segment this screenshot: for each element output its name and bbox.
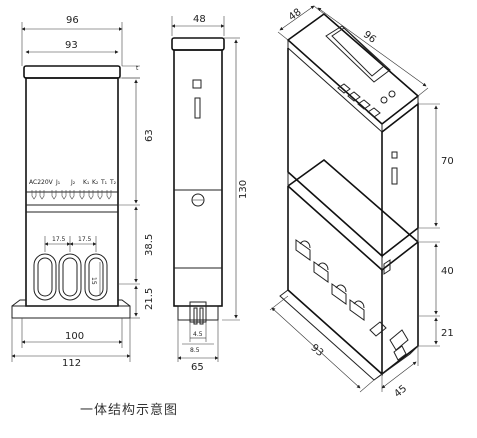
- dim-hole-diameter: 15: [90, 277, 97, 285]
- dim-hole-spacing-2: 17.5: [78, 236, 92, 243]
- dim-small-t: t: [136, 65, 139, 72]
- dim-iso-top-width: 96: [361, 29, 378, 46]
- dim-bottom-height: 21.5: [144, 288, 155, 310]
- terminal-label-6: T₂: [109, 179, 117, 186]
- dim-side-height: 130: [238, 180, 249, 199]
- dim-top-height: 63: [144, 129, 155, 142]
- terminal-label-3: K₁: [83, 179, 90, 186]
- dim-front-width-inner: 93: [65, 40, 78, 51]
- terminal-label-2: J₂: [70, 179, 76, 186]
- side-view: 48 4.5 8.5 65 130: [171, 14, 249, 373]
- front-cap: [23, 65, 121, 79]
- dim-iso-mid-height: 40: [441, 266, 454, 277]
- dim-hole-spacing-1: 17.5: [52, 236, 66, 243]
- dim-iso-base-depth: 45: [392, 383, 409, 400]
- dim-base-inner: 100: [65, 331, 84, 342]
- caption: 一体结构示意图: [80, 402, 178, 418]
- terminal-block: [26, 190, 118, 213]
- dim-front-width-outer: 96: [66, 15, 79, 26]
- iso-view: 93 45 48 96 70 40 21: [269, 5, 454, 400]
- dim-slot-a: 8.5: [190, 347, 200, 354]
- terminal-label-5: T₁: [100, 179, 108, 186]
- terminal-label-0: AC220V: [29, 179, 54, 186]
- dim-side-depth: 48: [193, 14, 206, 25]
- front-base: [11, 305, 131, 319]
- current-holes: 15: [33, 253, 108, 301]
- iso-top-face: [286, 12, 420, 126]
- dim-iso-upper-height: 70: [441, 156, 454, 167]
- dim-iso-top-depth: 48: [287, 7, 304, 23]
- dim-iso-base-length: 93: [308, 342, 325, 359]
- dim-iso-low-height: 21: [441, 328, 454, 339]
- dim-slot-b: 4.5: [193, 331, 203, 338]
- dim-mid-height: 38.5: [144, 234, 155, 256]
- side-cap: [171, 37, 225, 51]
- terminal-label-1: J₁: [55, 179, 61, 186]
- dim-side-base: 65: [191, 362, 204, 373]
- iso-hole-slots: [295, 239, 409, 361]
- dim-base-outer: 112: [62, 358, 81, 369]
- iso-upper-front: [287, 48, 383, 258]
- terminal-label-4: K₂: [92, 179, 99, 186]
- front-view: 96 93 t AC220V J₁ J₂ K₁ K₂ T₁ T₂: [11, 15, 155, 369]
